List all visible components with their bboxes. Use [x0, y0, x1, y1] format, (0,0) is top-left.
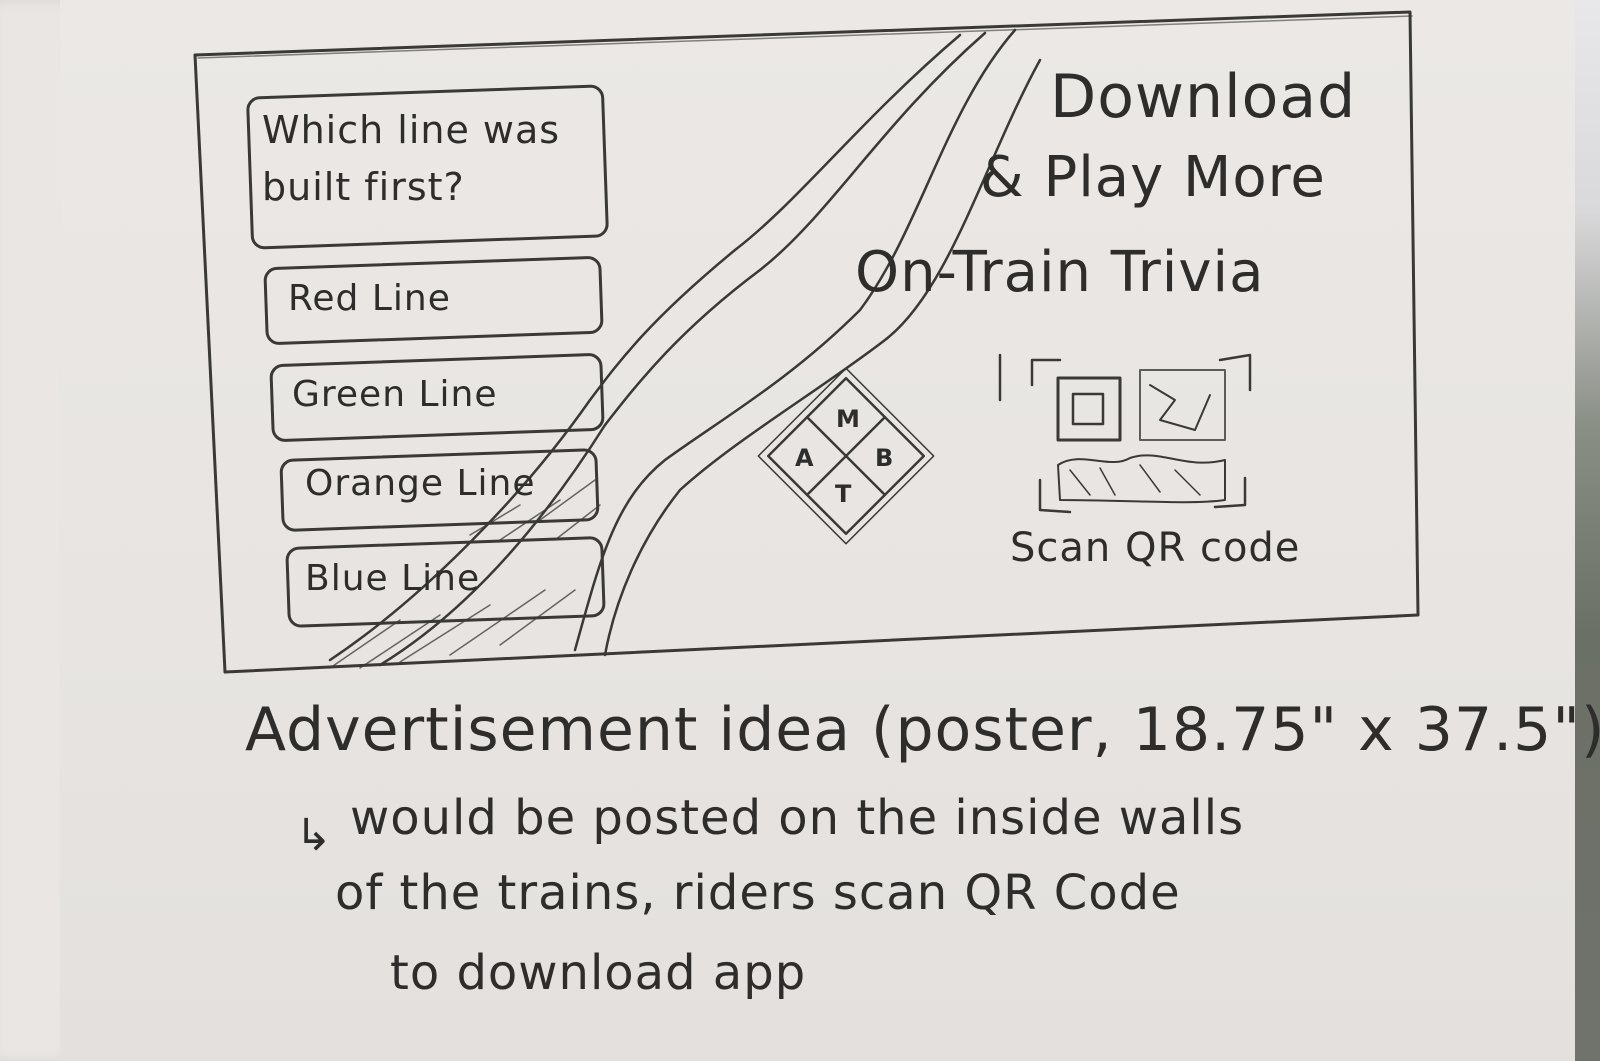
question-line-2: built first? — [262, 165, 465, 209]
poster-frame — [193, 10, 1420, 674]
headline-line-2: & Play More — [980, 145, 1326, 210]
answer-blue-line[interactable]: Blue Line — [305, 558, 481, 599]
track-line-2 — [378, 31, 987, 667]
mbta-logo-icon — [757, 367, 935, 545]
logo-letter-m: M — [836, 405, 861, 433]
track-line-1 — [328, 33, 962, 662]
qr-caption: Scan QR code — [1010, 525, 1301, 571]
notes-arrow-icon: ↳ — [295, 810, 333, 861]
question-line-1: Which line was — [262, 108, 561, 152]
notes-line-2: of the trains, riders scan QR Code — [335, 865, 1181, 921]
track-line-3 — [573, 28, 1017, 652]
logo-letter-t: T — [835, 480, 853, 508]
question-box — [246, 84, 609, 250]
logo-letter-a: A — [795, 444, 815, 472]
answer-box-green — [269, 353, 605, 442]
notes-title: Advertisement idea (poster, 18.75" x 37.… — [245, 695, 1600, 765]
background-surface — [1575, 0, 1600, 1061]
notes-line-3: to download app — [390, 945, 807, 1001]
headline-line-3: On-Train Trivia — [855, 240, 1265, 305]
answer-box-blue — [285, 536, 606, 628]
answer-box-orange — [279, 448, 600, 532]
logo-letter-b: B — [875, 444, 895, 472]
notes-line-1: would be posted on the inside walls — [350, 790, 1245, 846]
answer-green-line[interactable]: Green Line — [292, 374, 498, 415]
answer-box-red — [263, 256, 604, 345]
track-line-4 — [603, 58, 1042, 657]
answer-red-line[interactable]: Red Line — [288, 278, 451, 319]
qr-code-icon — [998, 353, 1252, 514]
answer-orange-line[interactable]: Orange Line — [305, 463, 536, 504]
headline-line-1: Download — [1050, 62, 1357, 132]
